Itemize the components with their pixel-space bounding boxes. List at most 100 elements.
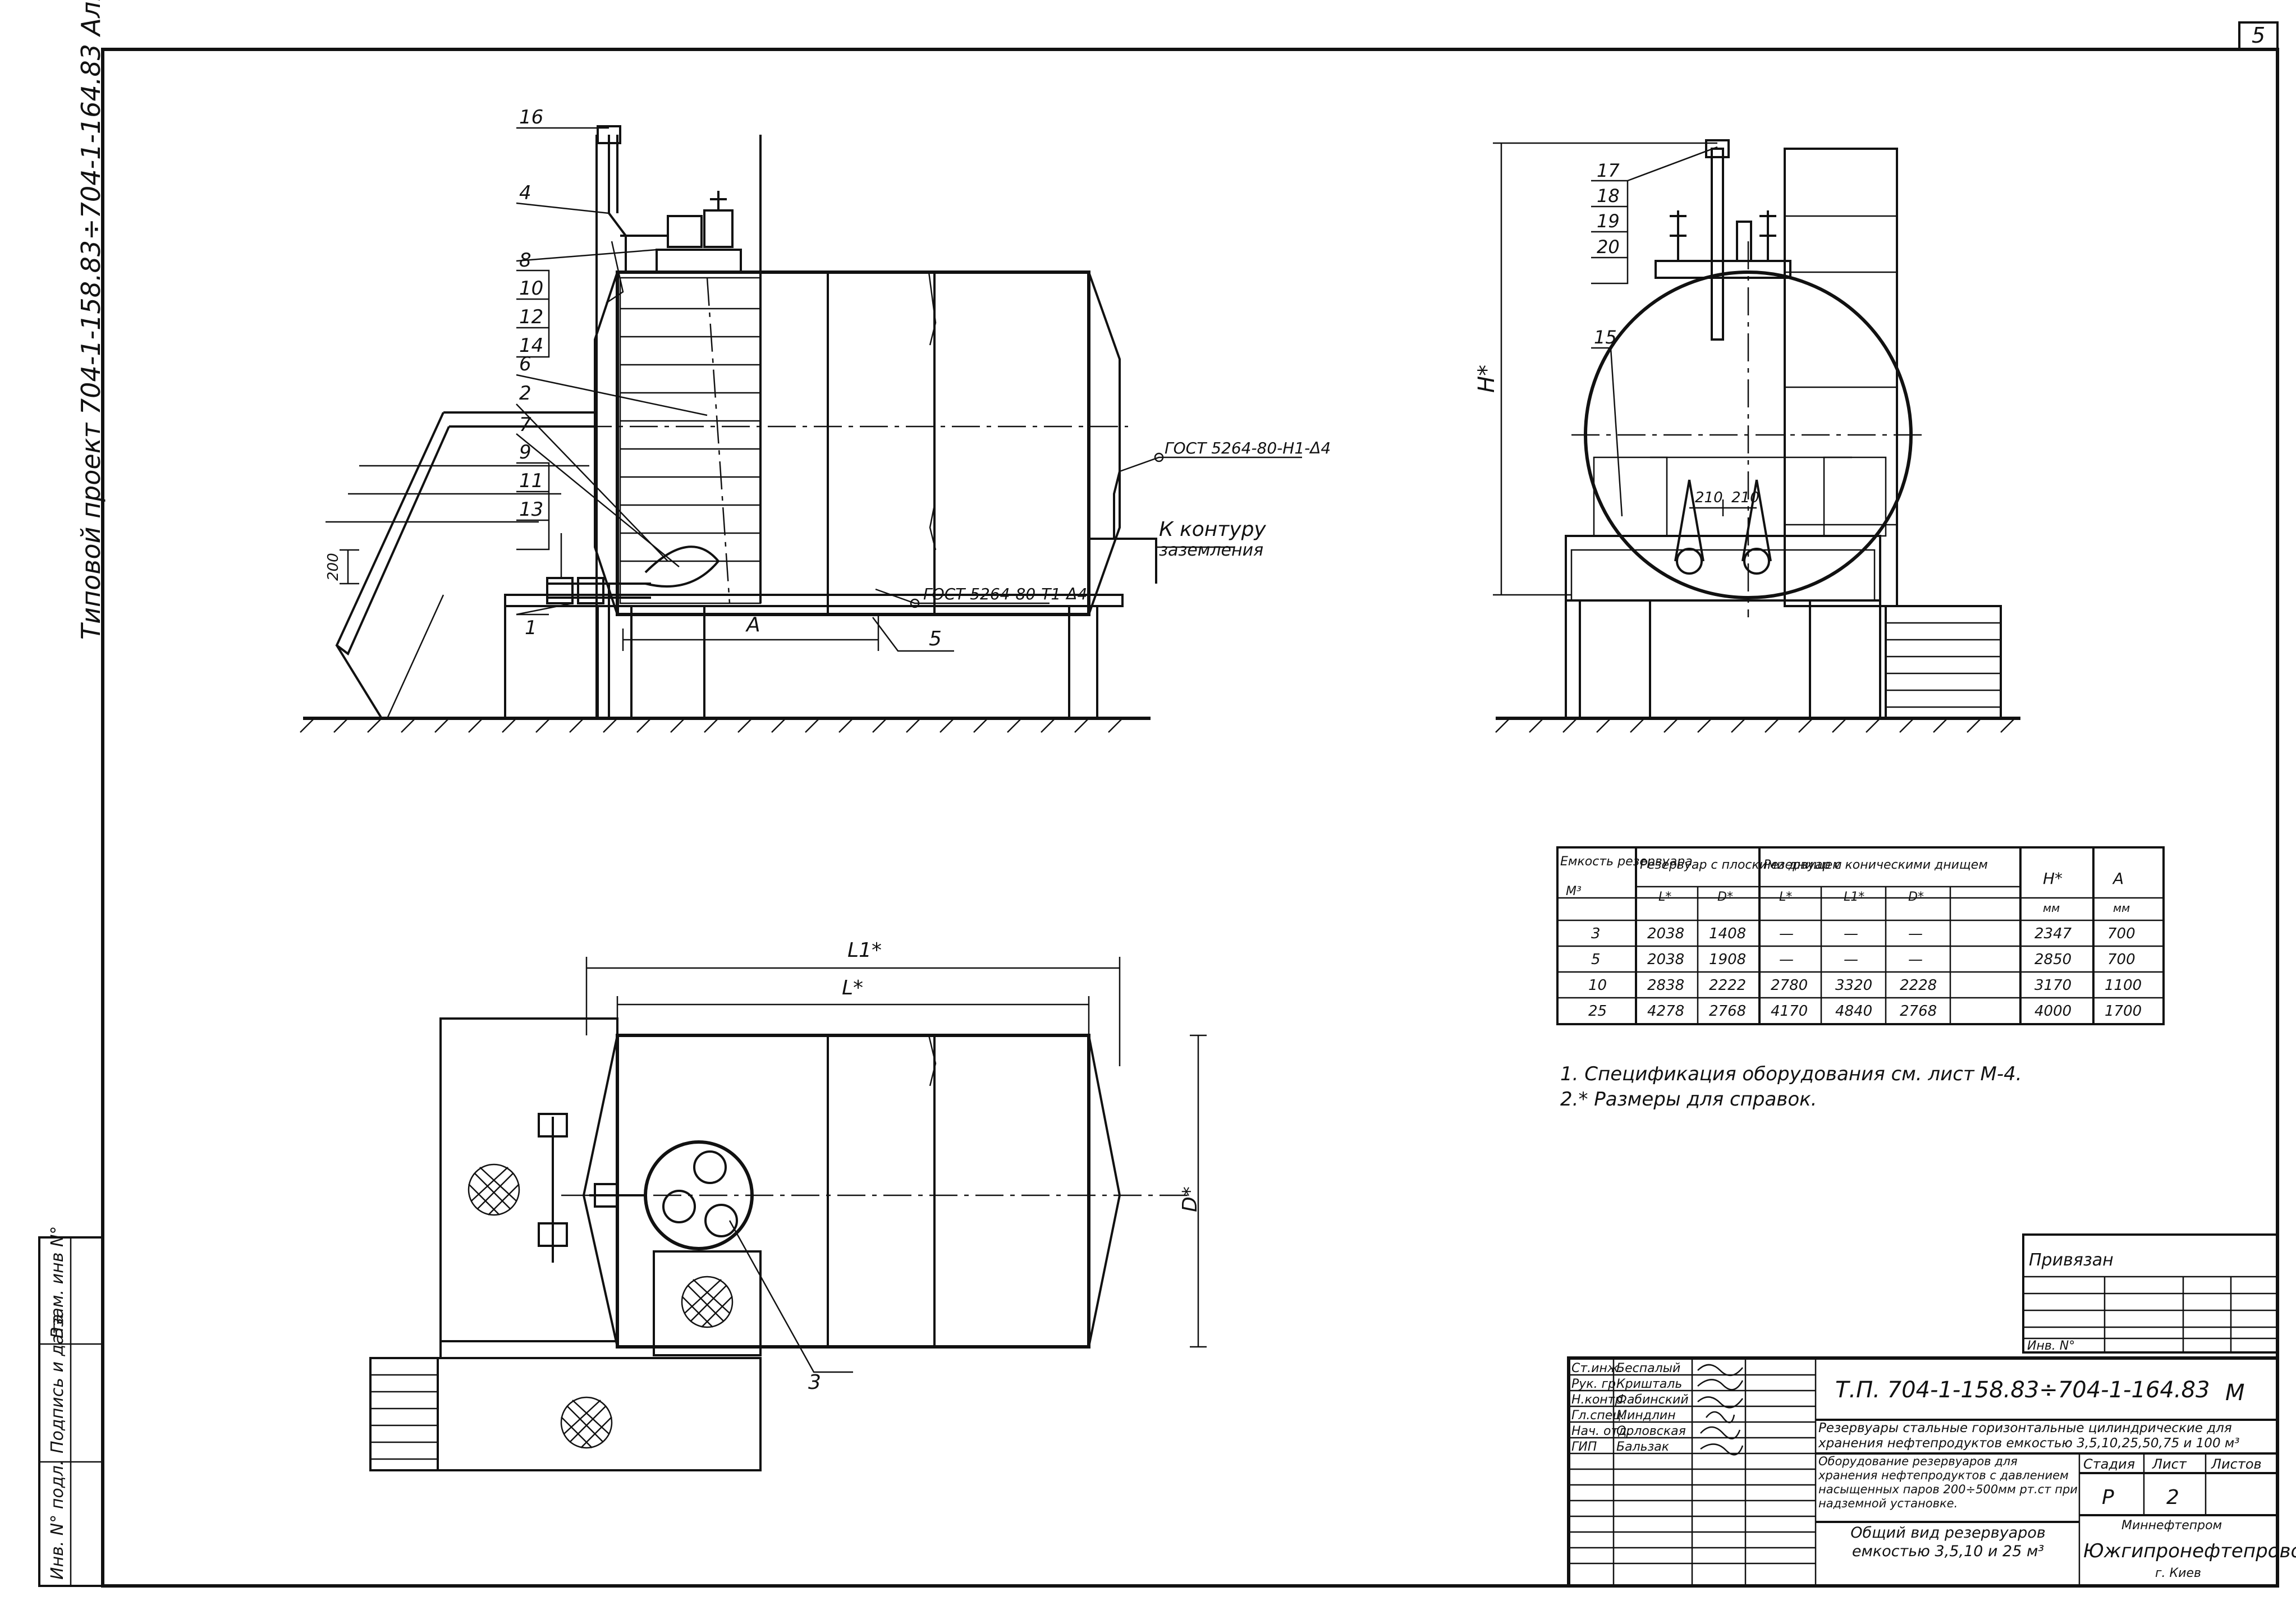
callout-12: 12 [519,306,543,328]
dim-h: H* [1474,365,1500,393]
name-balzak: Бальзак [1616,1440,1670,1454]
note-2: 2.* Размеры для справок. [1560,1088,1817,1111]
callout-6: 6 [519,353,531,375]
stage-label: Стадия [2083,1456,2135,1472]
cell: — [1779,925,1794,942]
ground-note-line1: К контуру [1159,518,1266,541]
dim-a: A [745,613,760,636]
th-flat: Резервуар с плоскими днищем [1640,858,1842,872]
inv-no-label: Инв. N° [2027,1339,2075,1353]
cell: 10 [1588,977,1607,994]
callout-17: 17 [1597,160,1620,181]
sheet-corner-number: 5 [2252,23,2265,48]
callout-19: 19 [1597,210,1620,232]
name-mindlin: Миндлин [1616,1409,1676,1423]
callout-4: 4 [519,182,531,204]
th-l-c: L* [1779,890,1792,904]
cell: 2768 [1709,1003,1746,1020]
project-title: Резервуары стальные горизонтальные цилин… [1818,1421,2240,1451]
stamp-inv-no: Инв. N° подл. [48,1460,67,1580]
ground-note-line2: заземления [1159,540,1263,560]
callout-13: 13 [519,498,543,521]
end-view: H* 210 210 17 18 19 20 15 [1474,139,2020,733]
name-krishtal: Кришталь [1616,1377,1682,1391]
callout-5: 5 [929,627,942,650]
role-st-inzh: Ст.инж. [1571,1361,1623,1375]
city: г. Киев [2155,1566,2201,1580]
callout-20: 20 [1597,236,1620,258]
gost-weld-bottom: ГОСТ 5264-80-Т1-Δ4 [923,585,1087,603]
sheet-frame: 5 [101,21,2279,1588]
th-l: L* [1658,890,1671,904]
cell: 25 [1588,1003,1607,1020]
cell: 4840 [1835,1003,1872,1020]
th-h: H* [2043,869,2063,888]
callout-3: 3 [808,1371,821,1394]
equipment-title: Оборудование резервуаров для хранения не… [1818,1455,2078,1510]
th-d-c: D* [1908,890,1924,904]
callout-11: 11 [519,470,543,492]
title-block: Ст.инж. Беспалый Рук. гр. Кришталь Н.кон… [1567,1356,2296,1588]
th-a-mm: мм [2113,901,2130,915]
cell: 700 [2107,951,2135,968]
dim-200: 200 [325,553,342,581]
cell: 3 [1591,925,1601,942]
cell: 4000 [2034,1003,2072,1020]
cell: 3320 [1835,977,1872,994]
callout-14: 14 [519,334,543,357]
cell: 3170 [2034,977,2072,994]
cell: 2222 [1709,977,1746,994]
callout-18: 18 [1597,185,1620,207]
institute: Южгипронефтепровод [2083,1540,2296,1562]
dim-210-right: 210 [1731,489,1759,506]
plan-view: L1* L* D* 3 [369,939,1207,1471]
privyazan-label: Привязан [2029,1250,2114,1270]
dim-210-left: 210 [1695,489,1723,506]
doc-number: Т.П. 704-1-158.83÷704-1-164.83 [1835,1377,2210,1403]
cell: 700 [2107,925,2135,942]
th-d: D* [1717,890,1733,904]
cell: 1700 [2105,1003,2142,1020]
name-orlovskaya: Орловская [1616,1424,1686,1438]
cell: 5 [1591,951,1601,968]
doc-mark: М [2225,1380,2245,1406]
dim-l: L* [842,976,863,999]
cell: — [1779,951,1794,968]
sheet-value: 2 [2166,1486,2179,1509]
ministry: Миннефтепром [2121,1519,2222,1533]
sheet-title: Общий вид резервуаров емкостью 3,5,10 и … [1850,1524,2046,1560]
dimensions-table: Емкость резервуара М³ Резервуар с плоски… [1556,846,2165,1025]
side-view: 16 4 8 10 12 14 6 2 7 9 11 13 1 200 A 5 … [300,106,1331,733]
cell: — [1844,951,1858,968]
callout-1: 1 [525,617,537,639]
th-l1-c: L1* [1844,890,1864,904]
cell: 1408 [1709,925,1746,942]
signatures [1697,1364,1744,1456]
th-h-mm: мм [2043,901,2060,915]
sheet-label: Лист [2152,1456,2187,1472]
th-conical: Резервуар с коническими днищем [1763,858,1988,872]
side-project-title: Типовой проект 704-1-158.83÷704-1-164.83… [76,0,106,640]
cell: 2780 [1771,977,1808,994]
th-capacity-unit: М³ [1566,884,1582,898]
dim-l1: L1* [847,939,882,962]
callout-16: 16 [519,106,543,129]
cell: 4170 [1771,1003,1808,1020]
table-row: 5 2038 1908 — — — 2850 700 [1591,951,2135,968]
cell: — [1908,951,1923,968]
callout-7: 7 [519,414,531,436]
callout-2: 2 [519,382,531,405]
dim-d: D* [1179,1186,1202,1212]
callout-10: 10 [519,277,543,300]
cell: 1908 [1709,951,1746,968]
stamp-signature-date: Подпись и дата [48,1314,67,1454]
name-bespaly: Беспалый [1616,1361,1680,1375]
cell: 2850 [2034,951,2072,968]
cell: 2038 [1647,951,1684,968]
callout-9: 9 [519,441,531,464]
cell: — [1844,925,1858,942]
name-fabinsky: Фабинский [1616,1393,1689,1407]
cell: 4278 [1647,1003,1684,1020]
stamp-replace-inv: Взам. инв N° [48,1226,67,1338]
